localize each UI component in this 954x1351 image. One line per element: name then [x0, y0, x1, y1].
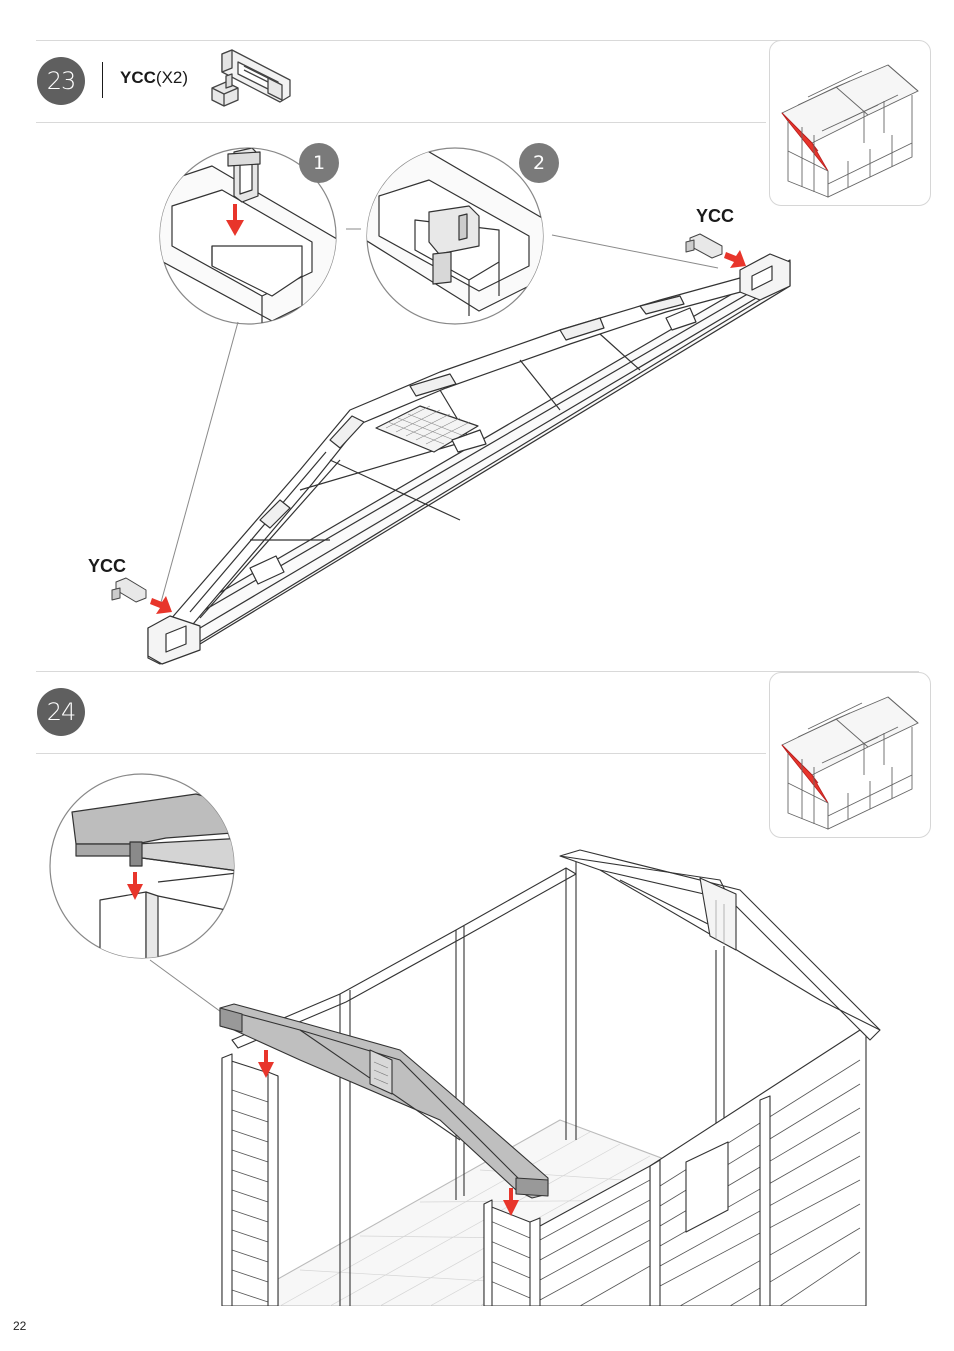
page-number: 22 — [13, 1319, 26, 1333]
